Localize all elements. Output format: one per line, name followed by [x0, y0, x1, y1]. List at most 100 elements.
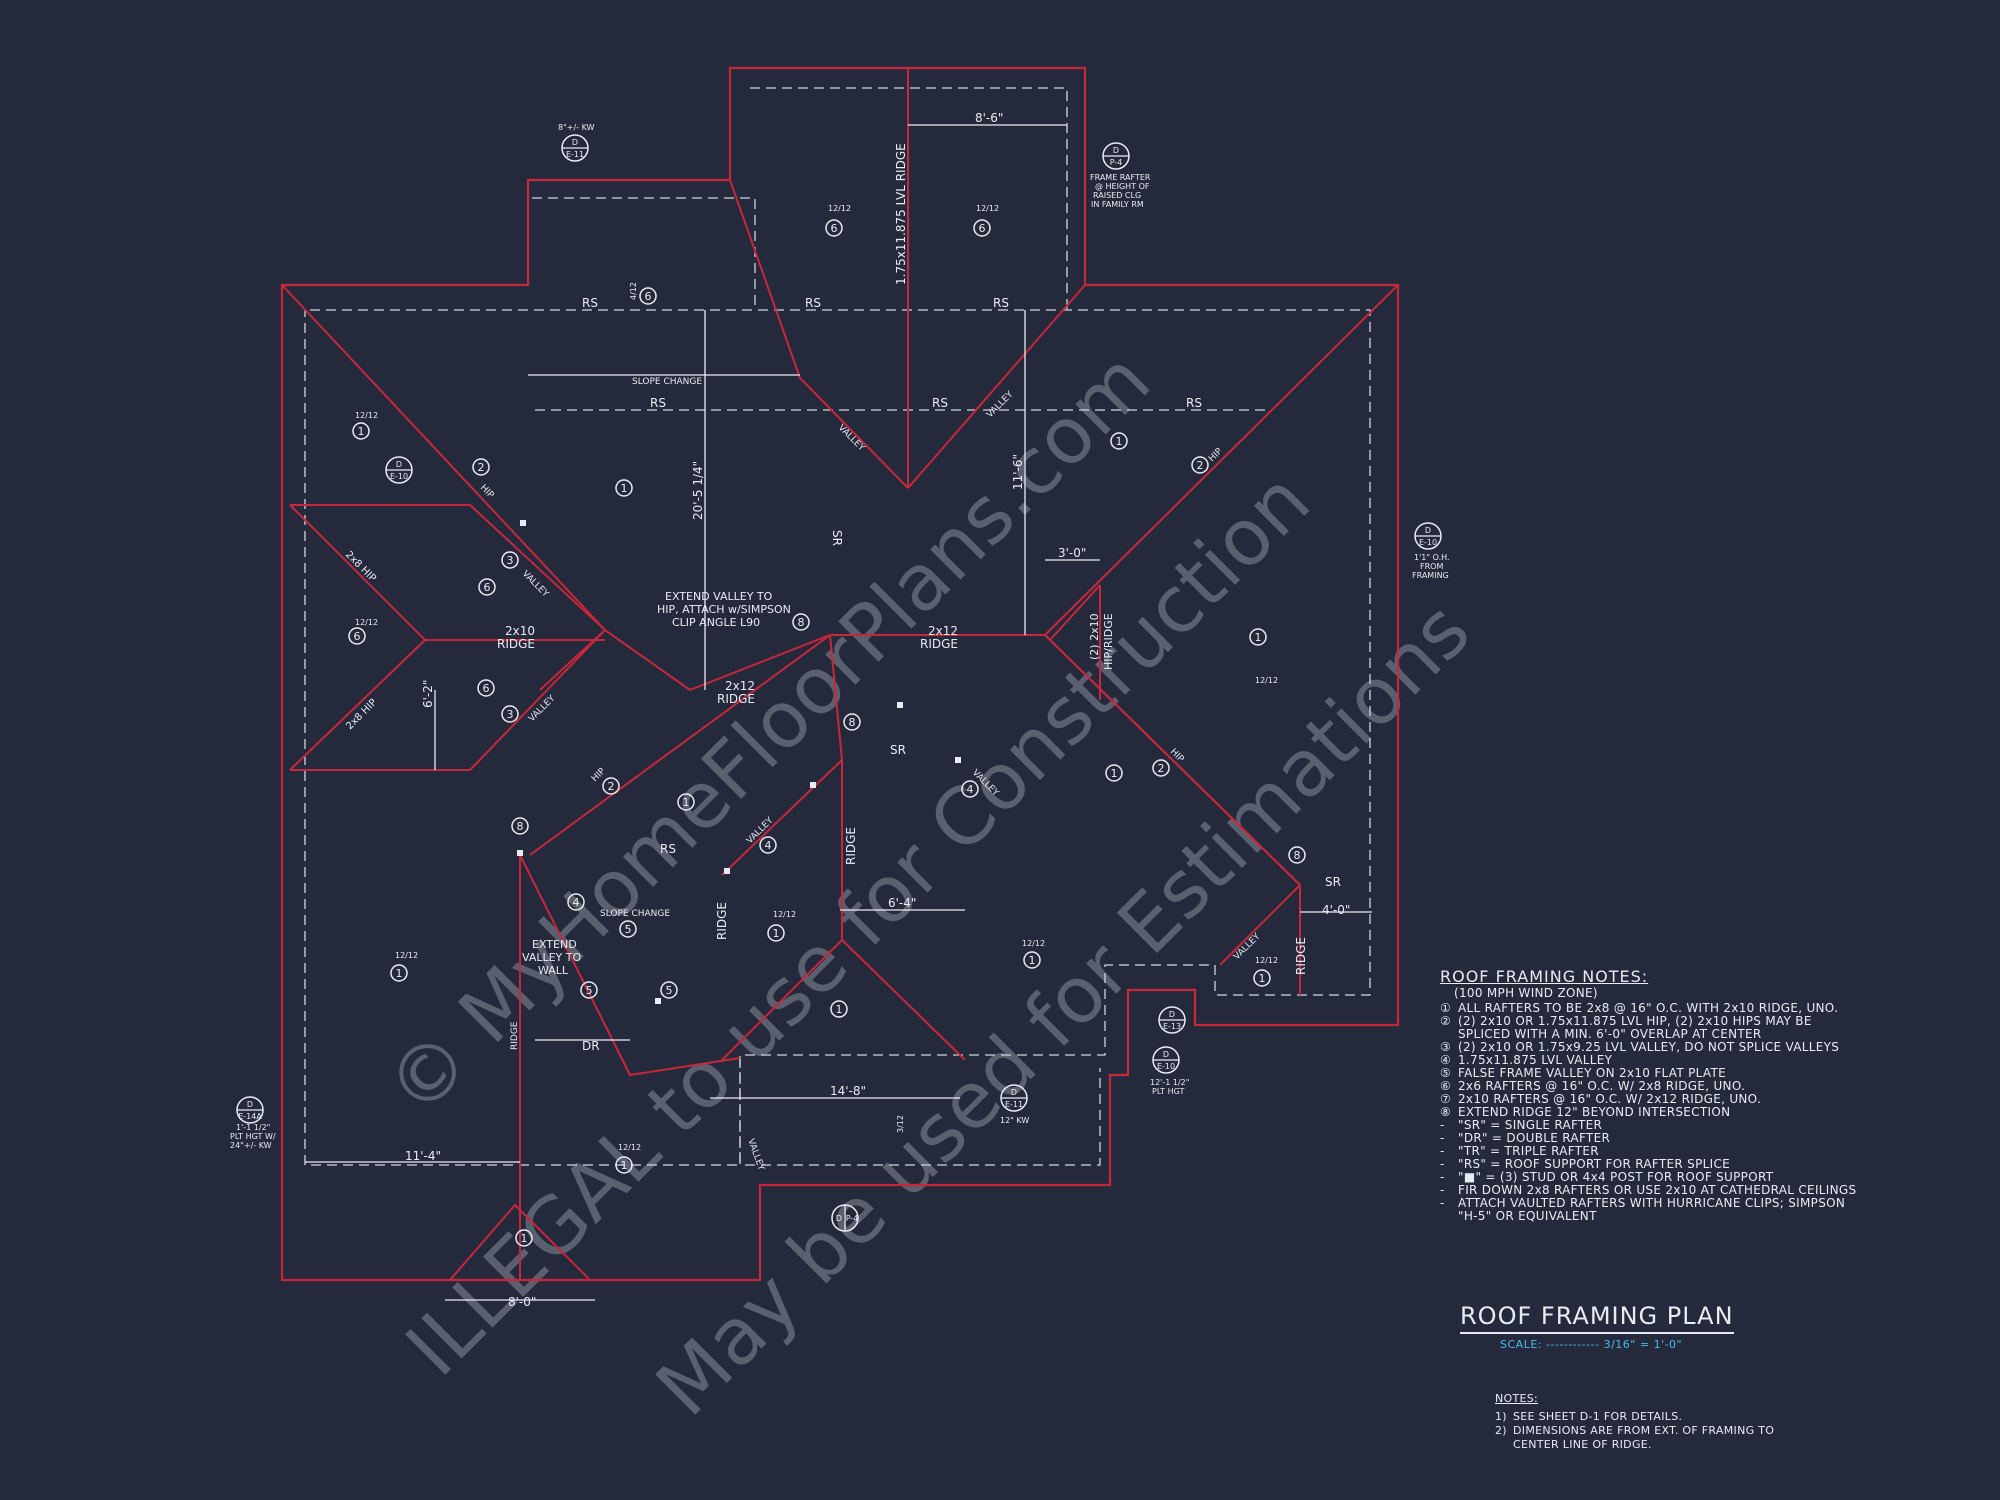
note-bubble-number: 8 [849, 716, 856, 729]
watermark: © MyHomeFloorPlans.com ILLEGAL to use fo… [370, 335, 1488, 1433]
note-bubble-number: 5 [625, 923, 632, 936]
ridge-label: RIDGE [1294, 937, 1308, 975]
drawing-title: ROOF FRAMING PLAN [1460, 1302, 1734, 1334]
note-bubble: 6 [477, 679, 495, 697]
note-mark: ③ [1440, 1040, 1452, 1054]
section-detail: D [1113, 146, 1119, 155]
note-mark: - [1440, 1196, 1445, 1210]
note-bubble-number: 5 [666, 984, 673, 997]
note-bubble: 1 [1253, 969, 1271, 987]
rs-label: RS [1186, 396, 1202, 410]
sheet-notes: NOTES: 1)SEE SHEET D-1 FOR DETAILS. 2)DI… [1495, 1392, 1795, 1452]
note-bubble: 2 [1152, 759, 1170, 777]
framing-dashed-outline [304, 309, 1371, 1166]
dimension: 11'-6" [1011, 454, 1025, 490]
note-item: -"RS" = ROOF SUPPORT FOR RAFTER SPLICE [1440, 1158, 1860, 1171]
valley-label: VALLEY [520, 569, 551, 600]
drawing-scale: SCALE: ------------ 3/16" = 1'-0" [1500, 1338, 1683, 1351]
kw-note: 12" KW [1000, 1116, 1029, 1125]
section-marker: DE-10 [1414, 522, 1442, 550]
note-bubble: 1 [615, 1156, 633, 1174]
note-item: -"■" = (3) STUD OR 4x4 POST FOR ROOF SUP… [1440, 1171, 1860, 1184]
note-bubble: 6 [478, 578, 496, 596]
section-sheet: P-4 [846, 1214, 859, 1223]
valley-label: VALLEY [745, 1138, 766, 1173]
note-bubble: 4 [567, 893, 585, 911]
pitch-label: 12/12 [773, 910, 796, 919]
roof-framing-notes: ROOF FRAMING NOTES: (100 MPH WIND ZONE) … [1440, 969, 1860, 1223]
section-marker: DE-11 [1000, 1084, 1028, 1112]
section-detail: D [836, 1214, 842, 1223]
sheet-notes-heading: NOTES: [1495, 1392, 1539, 1405]
ridge-size-label: 2x12 [725, 679, 755, 693]
sheet-note-mark: 2) [1495, 1424, 1507, 1437]
section-detail: D [396, 460, 402, 469]
note-bubble: 8 [843, 713, 861, 731]
note-text: 2x6 RAFTERS @ 16" O.C. W/ 2x8 RIDGE, UNO… [1458, 1079, 1746, 1093]
note-item: -"DR" = DOUBLE RAFTER [1440, 1132, 1860, 1145]
ridge-label: RIDGE [844, 827, 858, 865]
note-item: -FIR DOWN 2x8 RAFTERS OR USE 2x10 AT CAT… [1440, 1184, 1860, 1197]
ridge-label: RIDGE [497, 637, 535, 651]
hip-ridge-note: (2) 2x10HIP/RIDGE [1088, 613, 1115, 670]
section-sheet: E-14A [238, 1112, 262, 1121]
section-detail: D [1163, 1050, 1169, 1059]
pitch-label: 12/12 [1255, 676, 1278, 685]
note-bubble-number: 8 [517, 820, 524, 833]
note-text: FALSE FRAME VALLEY ON 2x10 FLAT PLATE [1458, 1066, 1726, 1080]
pitch-label: 12/12 [828, 204, 851, 213]
note-mark: - [1440, 1118, 1445, 1132]
lvl-ridge-label: 1.75x11.875 LVL RIDGE [894, 143, 908, 285]
section-detail: D [572, 138, 578, 147]
note-bubble: 6 [348, 627, 366, 645]
note-bubble: 6 [825, 219, 843, 237]
note-bubble-number: 1 [1111, 767, 1118, 780]
note-bubble: 3 [501, 551, 519, 569]
pitch-label: 4/12 [629, 282, 638, 300]
note-bubble: 6 [639, 287, 657, 305]
dimension: 8'-0" [508, 1295, 536, 1309]
slope-change-label: SLOPE CHANGE [600, 909, 670, 919]
note-bubble: 4 [759, 836, 777, 854]
dimension: 4'-0" [1322, 903, 1350, 917]
note-mark: ① [1440, 1001, 1452, 1015]
note-bubble-number: 6 [484, 581, 491, 594]
pitch-labels: 12/12 12/12 12/12 12/12 12/12 12/12 12/1… [355, 204, 1278, 1152]
sr-label: SR [890, 743, 906, 757]
note-bubble: 1 [390, 964, 408, 982]
rs-label: RS [660, 842, 676, 856]
valley-label: VALLEY [836, 423, 867, 454]
note-number-bubbles: 1 1 2 6 6 6 1 2 3 6 6 6 3 8 8 1 1 2 4 2 … [348, 219, 1306, 1247]
sheet-note-mark: 1) [1495, 1410, 1507, 1423]
note-bubble: 8 [1288, 846, 1306, 864]
section-detail: D [1011, 1088, 1017, 1097]
pitch-label: 12/12 [1022, 939, 1045, 948]
post-marker [520, 520, 526, 526]
note-bubble-number: 1 [396, 967, 403, 980]
note-bubble-number: 6 [831, 222, 838, 235]
section-marker: DE-14A [236, 1096, 264, 1124]
post-markers [517, 520, 961, 1004]
note-bubble: 3 [501, 705, 519, 723]
post-marker [517, 850, 523, 856]
pitch-label: 12/12 [395, 951, 418, 960]
section-detail: D [1425, 526, 1431, 535]
note-item: ②(2) 2x10 OR 1.75x11.875 LVL HIP, (2) 2x… [1440, 1015, 1860, 1041]
post-marker [897, 702, 903, 708]
note-bubble-number: 1 [358, 425, 365, 438]
pitch-label: 12/12 [355, 618, 378, 627]
note-bubble: 1 [615, 479, 633, 497]
hip-label: HIP [1168, 747, 1186, 765]
note-bubble: 5 [660, 981, 678, 999]
note-text: 1.75x11.875 LVL VALLEY [1458, 1053, 1613, 1067]
